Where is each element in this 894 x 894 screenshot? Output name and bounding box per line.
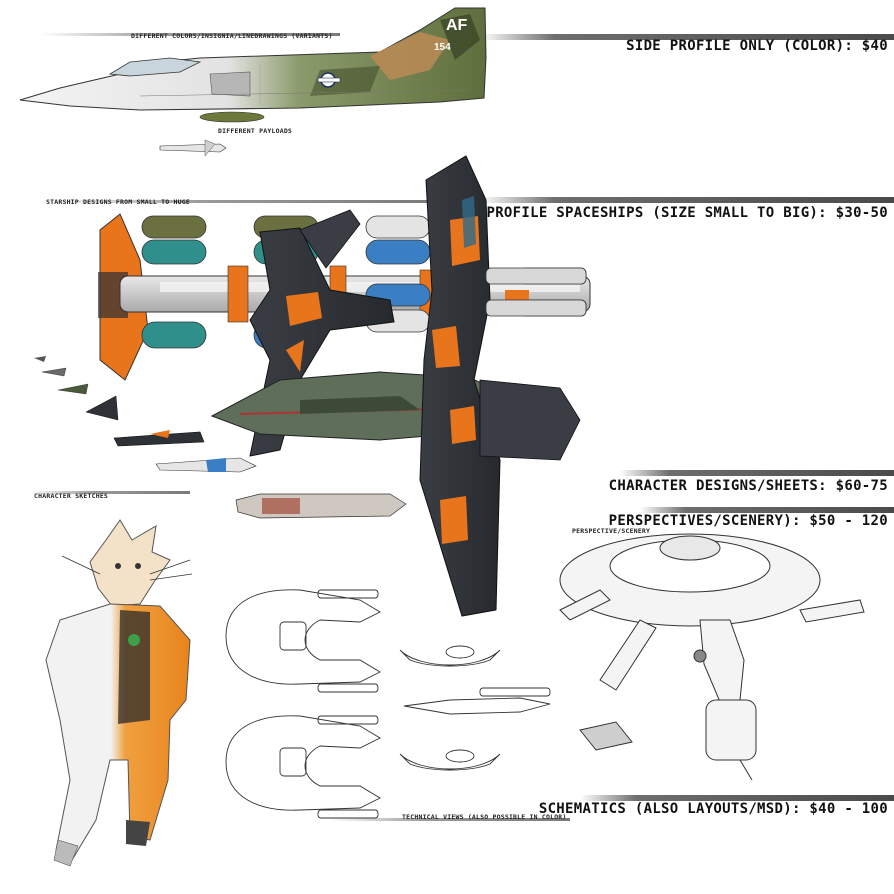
caption-variants: DIFFERENT COLORS/INSIGNIA/LINEDRAWINGS (… xyxy=(131,32,333,40)
price-perspectives: PERSPECTIVES/SCENERY): $50 - 120 xyxy=(608,513,888,529)
caption-perspective-scenery: PERSPECTIVE/SCENERY xyxy=(572,527,651,535)
price-spaceships: SIDE PROFILE SPACESHIPS (SIZE SMALL TO B… xyxy=(442,205,888,221)
price-schematics: SCHEMATICS (ALSO LAYOUTS/MSD): $40 - 100 xyxy=(538,801,888,817)
caption-bar-variants xyxy=(40,33,340,36)
caption-character-sketches: CHARACTER SKETCHES xyxy=(34,492,109,500)
price-side-profile: SIDE PROFILE ONLY (COLOR): $40 xyxy=(626,38,888,54)
caption-payloads: DIFFERENT PAYLOADS xyxy=(218,127,293,135)
price-characters: CHARACTER DESIGNS/SHEETS: $60-75 xyxy=(608,478,888,494)
jet-side-profile: AF 154 xyxy=(19,7,487,157)
caption-bar-starships xyxy=(40,200,440,203)
price-bar-perspectives xyxy=(640,507,894,513)
price-bar-schematics xyxy=(580,795,894,801)
schematics xyxy=(225,589,551,819)
caption-starships: STARSHIP DESIGNS FROM SMALL TO HUGE xyxy=(46,198,190,206)
caption-bar-characters xyxy=(30,491,190,494)
jet-tail-number: 154 xyxy=(434,42,451,53)
caption-bar-technical xyxy=(330,818,570,821)
character-sketch xyxy=(45,519,193,867)
price-bar-side-profile xyxy=(480,34,894,40)
pod-row-top xyxy=(141,215,431,265)
price-bar-spaceships xyxy=(480,197,894,203)
caption-technical-views: TECHNICAL VIEWS (ALSO POSSIBLE IN COLOR) xyxy=(402,813,567,821)
jet-tail-code: AF xyxy=(446,17,468,34)
perspective-station xyxy=(559,533,865,781)
price-bar-characters xyxy=(620,470,894,476)
huge-dark-ship xyxy=(419,155,587,617)
small-ships xyxy=(34,356,407,519)
